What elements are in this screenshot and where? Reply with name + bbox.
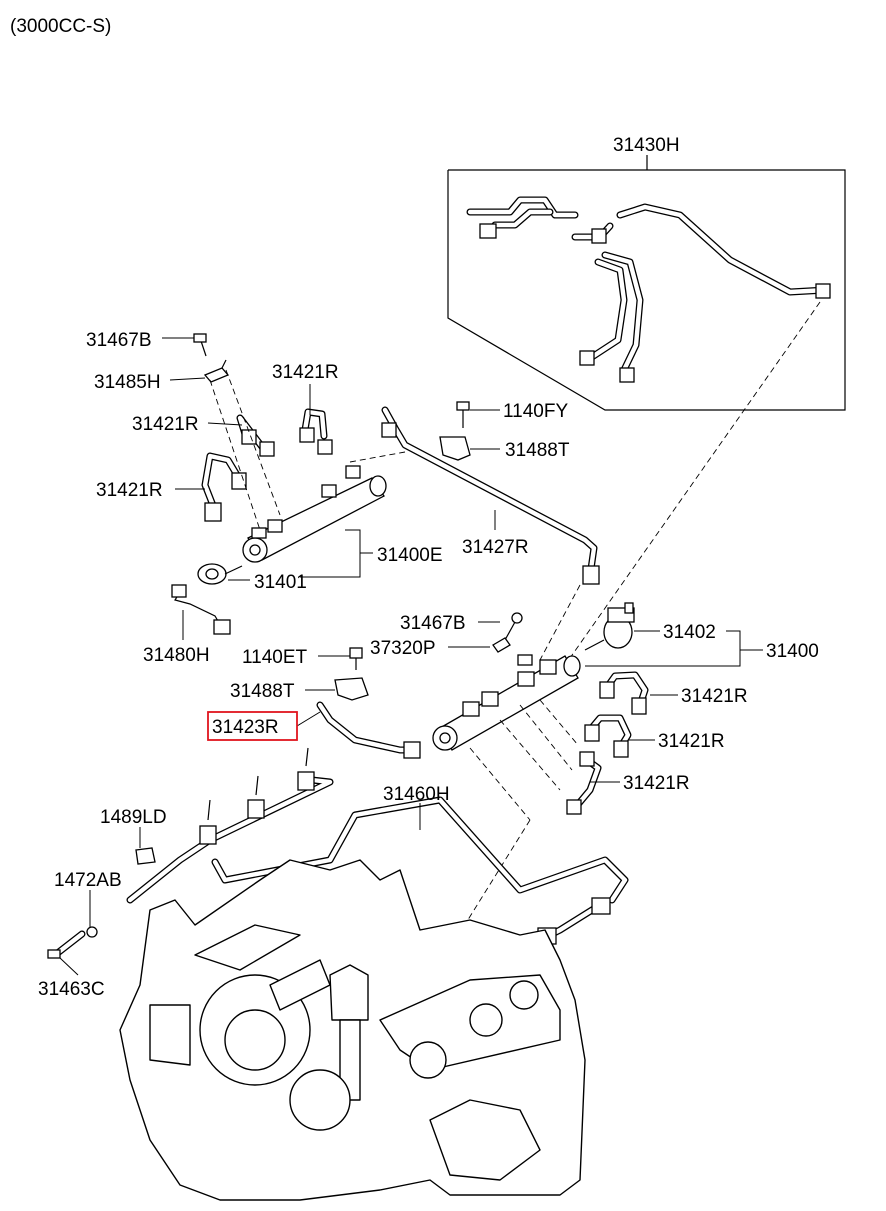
label-1472AB: 1472AB bbox=[54, 870, 122, 891]
label-37320P: 37320P bbox=[370, 638, 436, 659]
highlight-box-31423R bbox=[207, 711, 298, 741]
label-31423R[interactable]: 31423R bbox=[212, 717, 279, 738]
engine-block bbox=[119, 859, 586, 1201]
label-31421R-c: 31421R bbox=[96, 480, 163, 501]
variant-label: (3000CC-S) bbox=[10, 16, 111, 37]
label-31421R-d: 31421R bbox=[681, 686, 748, 707]
bracket-31488T-top bbox=[439, 401, 471, 461]
label-31421R-b: 31421R bbox=[132, 414, 199, 435]
upper-fuel-rail-31400E bbox=[171, 333, 387, 635]
callout-leaders bbox=[59, 337, 763, 976]
label-31430H: 31430H bbox=[613, 135, 680, 156]
label-31480H: 31480H bbox=[143, 645, 210, 666]
label-31467B-mid: 31467B bbox=[400, 613, 466, 634]
label-31488T-top: 31488T bbox=[505, 440, 570, 461]
label-31460H: 31460H bbox=[383, 784, 450, 805]
kit-box-31430H bbox=[447, 155, 846, 411]
label-31402: 31402 bbox=[663, 622, 716, 643]
label-31400E: 31400E bbox=[377, 545, 443, 566]
label-31401: 31401 bbox=[254, 572, 307, 593]
label-31463C: 31463C bbox=[38, 979, 105, 1000]
label-31400: 31400 bbox=[766, 641, 819, 662]
label-31421R-e: 31421R bbox=[658, 731, 725, 752]
label-1140ET: 1140ET bbox=[242, 647, 308, 668]
lower-fuel-rail-31400 bbox=[316, 602, 649, 1006]
label-31427R: 31427R bbox=[462, 537, 529, 558]
label-31421R-a: 31421R bbox=[272, 362, 339, 383]
return-tube-31427R bbox=[349, 406, 600, 661]
label-31421R-f: 31421R bbox=[623, 773, 690, 794]
label-1140FY: 1140FY bbox=[503, 401, 568, 422]
label-1489LD: 1489LD bbox=[100, 807, 167, 828]
label-31467B-top: 31467B bbox=[86, 330, 152, 351]
label-31488T-mid: 31488T bbox=[230, 681, 295, 702]
label-31485H: 31485H bbox=[94, 372, 161, 393]
